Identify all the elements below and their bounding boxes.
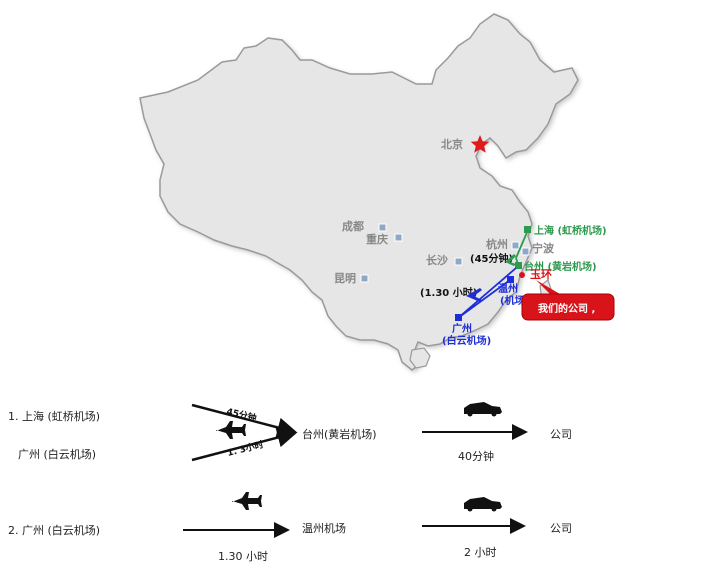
route1-leg1-arrow-bottom bbox=[191, 427, 298, 462]
plane-icon-green bbox=[505, 254, 516, 266]
label-shanghai: 上海 (虹桥机场) bbox=[534, 224, 607, 237]
route1-car-icon bbox=[464, 402, 502, 414]
route-guangzhou-wenzhou bbox=[457, 279, 511, 319]
route2-destination: 公司 bbox=[550, 522, 572, 535]
label-changsha: 长沙 bbox=[426, 253, 448, 267]
city-marker-shanghai bbox=[524, 226, 531, 233]
company-callout bbox=[521, 293, 615, 321]
route1-destination: 公司 bbox=[550, 428, 572, 441]
callout-text: 我们的公司 , bbox=[538, 302, 595, 315]
company-marker bbox=[519, 272, 525, 278]
city-marker-ningbo bbox=[521, 247, 530, 256]
city-marker-hangzhou bbox=[511, 241, 520, 250]
label-guangzhou: 广州 bbox=[452, 322, 472, 335]
plane-icon-blue bbox=[466, 288, 482, 302]
city-marker-changsha bbox=[454, 257, 463, 266]
label-wenzhou: 温州 bbox=[498, 282, 518, 295]
label-taizhou: 台州 (黄岩机场) bbox=[524, 260, 597, 273]
capital-star-icon bbox=[470, 135, 490, 153]
route2-car-icon bbox=[464, 497, 502, 509]
label-guangzhou-airport: (白云机场) bbox=[442, 334, 491, 347]
china-mainland bbox=[139, 13, 579, 371]
route2-via: 温州机场 bbox=[302, 522, 346, 535]
route1-leg1-arrow-top bbox=[191, 403, 298, 438]
label-ningbo: 宁波 bbox=[532, 241, 555, 255]
route1-plane-icon bbox=[216, 421, 246, 439]
route-guangzhou-taizhou bbox=[457, 267, 517, 319]
route1-car-wheel-rear bbox=[491, 411, 497, 417]
label-yuhuan: 玉环 bbox=[530, 268, 552, 281]
city-marker-chengdu bbox=[378, 223, 387, 232]
label-kunming: 昆明 bbox=[334, 272, 356, 285]
label-duration-shanghai: (45分钟) bbox=[470, 252, 513, 265]
route1-origin: 1. 上海 (虹桥机场) bbox=[8, 410, 101, 423]
city-marker-guangzhou bbox=[455, 314, 462, 321]
route1-car-wheel-front bbox=[467, 411, 473, 417]
route1-leg1-bottom-label: 1. 3小时 bbox=[226, 438, 265, 459]
city-marker-chongqing bbox=[394, 233, 403, 242]
label-chongqing: 重庆 bbox=[366, 232, 388, 246]
route2-car-wheel-front bbox=[467, 506, 473, 512]
route2-origin: 2. 广州 (白云机场) bbox=[8, 524, 101, 537]
route2-leg1-duration: 1.30 小时 bbox=[218, 550, 268, 563]
china-map: 成都 重庆 长沙 昆明 杭州 宁波 北京 上海 (虹桥机场) 台州 (黄岩机场)… bbox=[139, 13, 615, 371]
city-marker-wenzhou bbox=[507, 276, 514, 283]
label-hangzhou: 杭州 bbox=[486, 237, 508, 251]
route1-via: 台州(黄岩机场) bbox=[302, 428, 377, 441]
hainan-island bbox=[409, 347, 431, 369]
city-marker-taizhou bbox=[515, 262, 522, 269]
route2-leg2-duration: 2 小时 bbox=[464, 546, 497, 559]
label-duration-guangzhou: (1.30 小时) bbox=[420, 286, 477, 299]
label-chengdu: 成都 bbox=[342, 219, 364, 233]
route2-car-wheel-rear bbox=[491, 506, 497, 512]
route1-origin2: 广州 (白云机场) bbox=[18, 448, 97, 461]
label-beijing: 北京 bbox=[441, 137, 463, 151]
city-marker-kunming bbox=[360, 274, 369, 283]
route2-plane-icon bbox=[232, 492, 262, 510]
route1-leg2-duration: 40分钟 bbox=[458, 450, 494, 463]
route-shanghai-taizhou bbox=[515, 229, 529, 259]
